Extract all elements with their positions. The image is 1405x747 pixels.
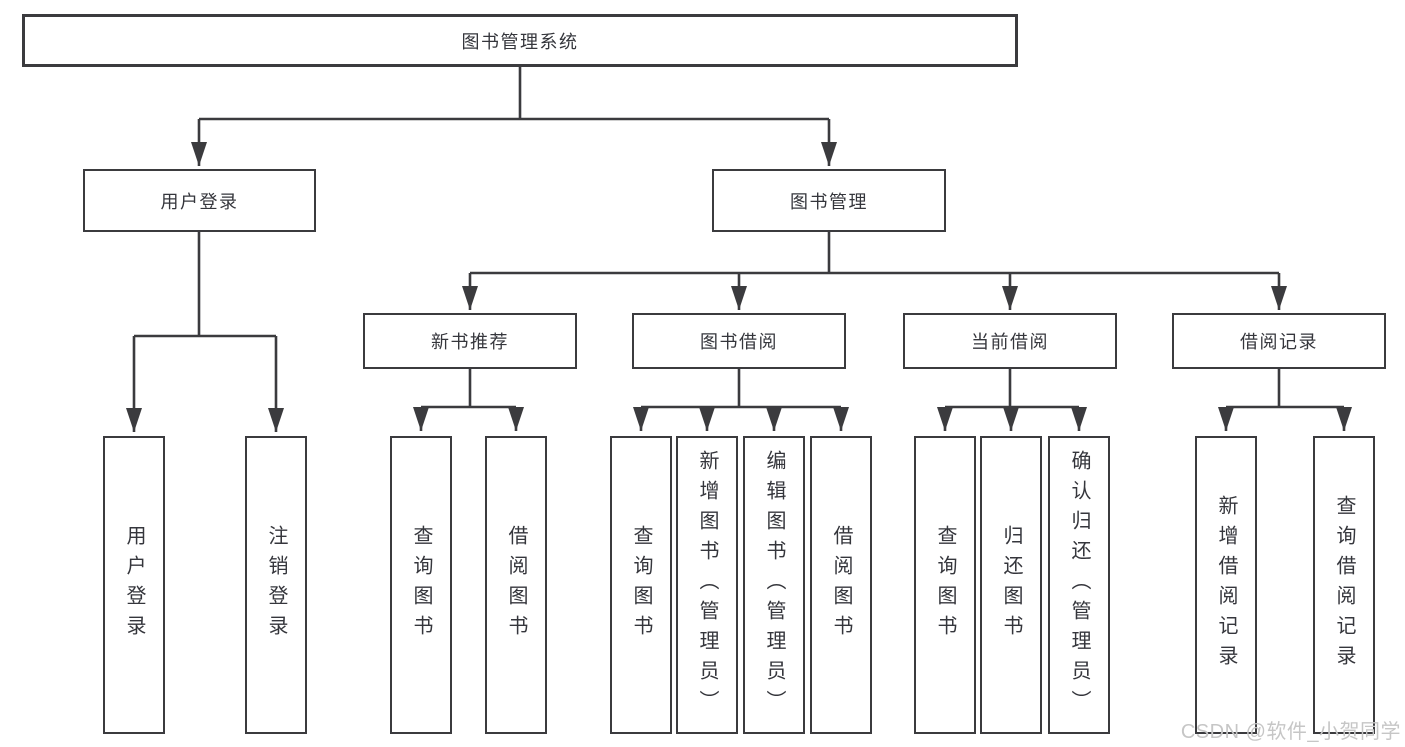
leaf-borrowing-borrow-books: 借阅图书 [810,436,872,734]
leaf-logout: 注销登录 [245,436,307,734]
node-borrow-records: 借阅记录 [1172,313,1386,369]
leaf-borrowing-edit-books-admin: 编辑图书（管理员） [743,436,805,734]
node-book-management: 图书管理 [712,169,946,232]
leaf-current-return-books: 归还图书 [980,436,1042,734]
leaf-records-add-record: 新增借阅记录 [1195,436,1257,734]
node-current-borrowing: 当前借阅 [903,313,1117,369]
leaf-records-query-record: 查询借阅记录 [1313,436,1375,734]
csdn-watermark: CSDN @软件_小贺同学 [1180,721,1401,743]
leaf-current-query-books: 查询图书 [914,436,976,734]
leaf-recommend-query-books: 查询图书 [390,436,452,734]
node-book-management-system: 图书管理系统 [22,14,1018,67]
leaf-borrowing-add-books-admin: 新增图书（管理员） [676,436,738,734]
leaf-user-login: 用户登录 [103,436,165,734]
node-user-login: 用户登录 [83,169,316,232]
node-new-book-recommend: 新书推荐 [363,313,577,369]
node-book-borrowing: 图书借阅 [632,313,846,369]
leaf-borrowing-query-books: 查询图书 [610,436,672,734]
leaf-current-confirm-return-admin: 确认归还（管理员） [1048,436,1110,734]
leaf-recommend-borrow-books: 借阅图书 [485,436,547,734]
